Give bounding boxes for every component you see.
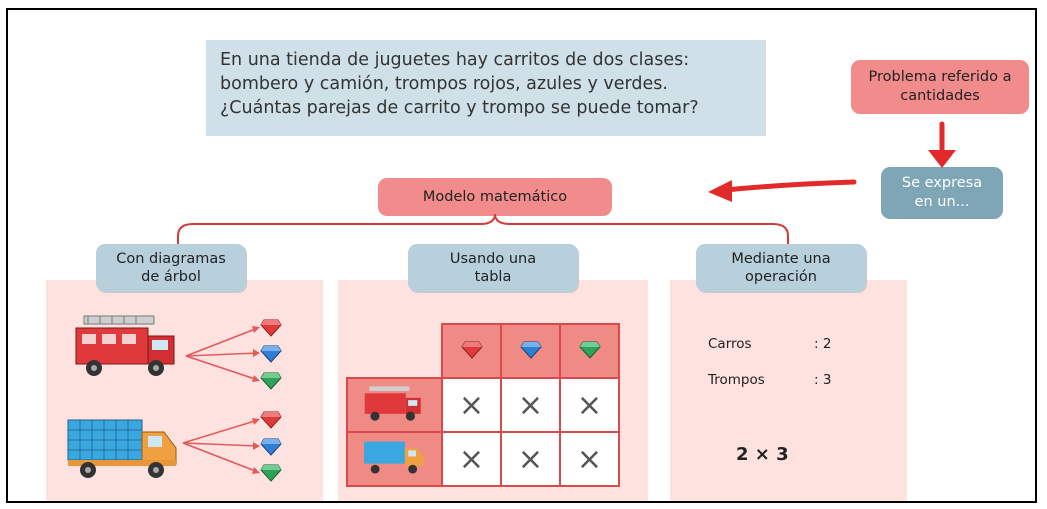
red-gem-icon [260, 319, 282, 337]
table-cell-mark: × [559, 377, 620, 433]
table-row-header [346, 377, 443, 433]
method-operation-text: Mediante una operación [731, 251, 831, 285]
down-arrowhead [928, 150, 956, 168]
method-tree-label: Con diagramas de árbol [96, 244, 246, 292]
table-col-header [500, 323, 561, 379]
blue-truck-icon [67, 419, 177, 478]
green-gem-icon [260, 464, 282, 482]
blue-gem-icon [519, 341, 542, 359]
problem-statement: En una tienda de juguetes hay carritos d… [206, 40, 766, 136]
table-cell-mark: × [500, 431, 561, 487]
problem-type-label: Problema referido a cantidades [868, 69, 1012, 104]
carros-value: : 2 [814, 336, 832, 352]
table-cell-mark: × [441, 377, 502, 433]
table-corner [347, 324, 442, 378]
method-table-label: Usando una tabla [408, 244, 578, 292]
table-cell-mark: × [441, 431, 502, 487]
method-tree-text: Con diagramas de árbol [116, 251, 226, 285]
model-bracket [177, 213, 789, 246]
table-row: × × × [346, 431, 620, 487]
operation-panel [670, 280, 907, 501]
problem-line-1: En una tienda de juguetes hay carritos d… [220, 50, 690, 70]
table-col-header [441, 323, 502, 379]
expressed-as-box: Se expresa en un... [881, 167, 1003, 219]
table-cell-mark: × [500, 377, 561, 433]
pairs-table: × × × × × × [346, 323, 620, 487]
problem-line-2: bombero y camión, trompos rojos, azules … [220, 74, 668, 94]
problem-type-box: Problema referido a cantidades [851, 60, 1029, 114]
table-cell-mark: × [559, 431, 620, 487]
table-header-row [347, 323, 620, 379]
method-operation-label: Mediante una operación [696, 244, 866, 292]
left-arrowhead [708, 180, 732, 202]
table-col-header [559, 323, 620, 379]
diagram-frame: En una tienda de juguetes hay carritos d… [6, 8, 1037, 503]
table-row-header [346, 431, 443, 487]
operation-expression: 2 × 3 [736, 444, 789, 465]
red-gem-icon [260, 411, 282, 429]
problem-line-3: ¿Cuántas parejas de carrito y trompo se … [220, 98, 699, 118]
fire-truck-icon [75, 315, 175, 376]
fire-truck-icon [364, 386, 421, 421]
math-model-box: Modelo matemático [378, 178, 612, 216]
table-row: × × × [346, 377, 620, 433]
trompos-label: Trompos [708, 372, 765, 388]
blue-gem-icon [260, 438, 282, 456]
red-gem-icon [460, 341, 483, 359]
trompos-value: : 3 [814, 372, 832, 388]
blue-truck-icon [363, 441, 424, 474]
math-model-label: Modelo matemático [422, 189, 568, 205]
green-gem-icon [578, 341, 601, 359]
expressed-as-label: Se expresa en un... [901, 175, 983, 210]
carros-label: Carros [708, 336, 752, 352]
green-gem-icon [260, 372, 282, 390]
method-table-text: Usando una tabla [449, 251, 537, 285]
blue-gem-icon [260, 345, 282, 363]
left-arrow [723, 179, 857, 193]
